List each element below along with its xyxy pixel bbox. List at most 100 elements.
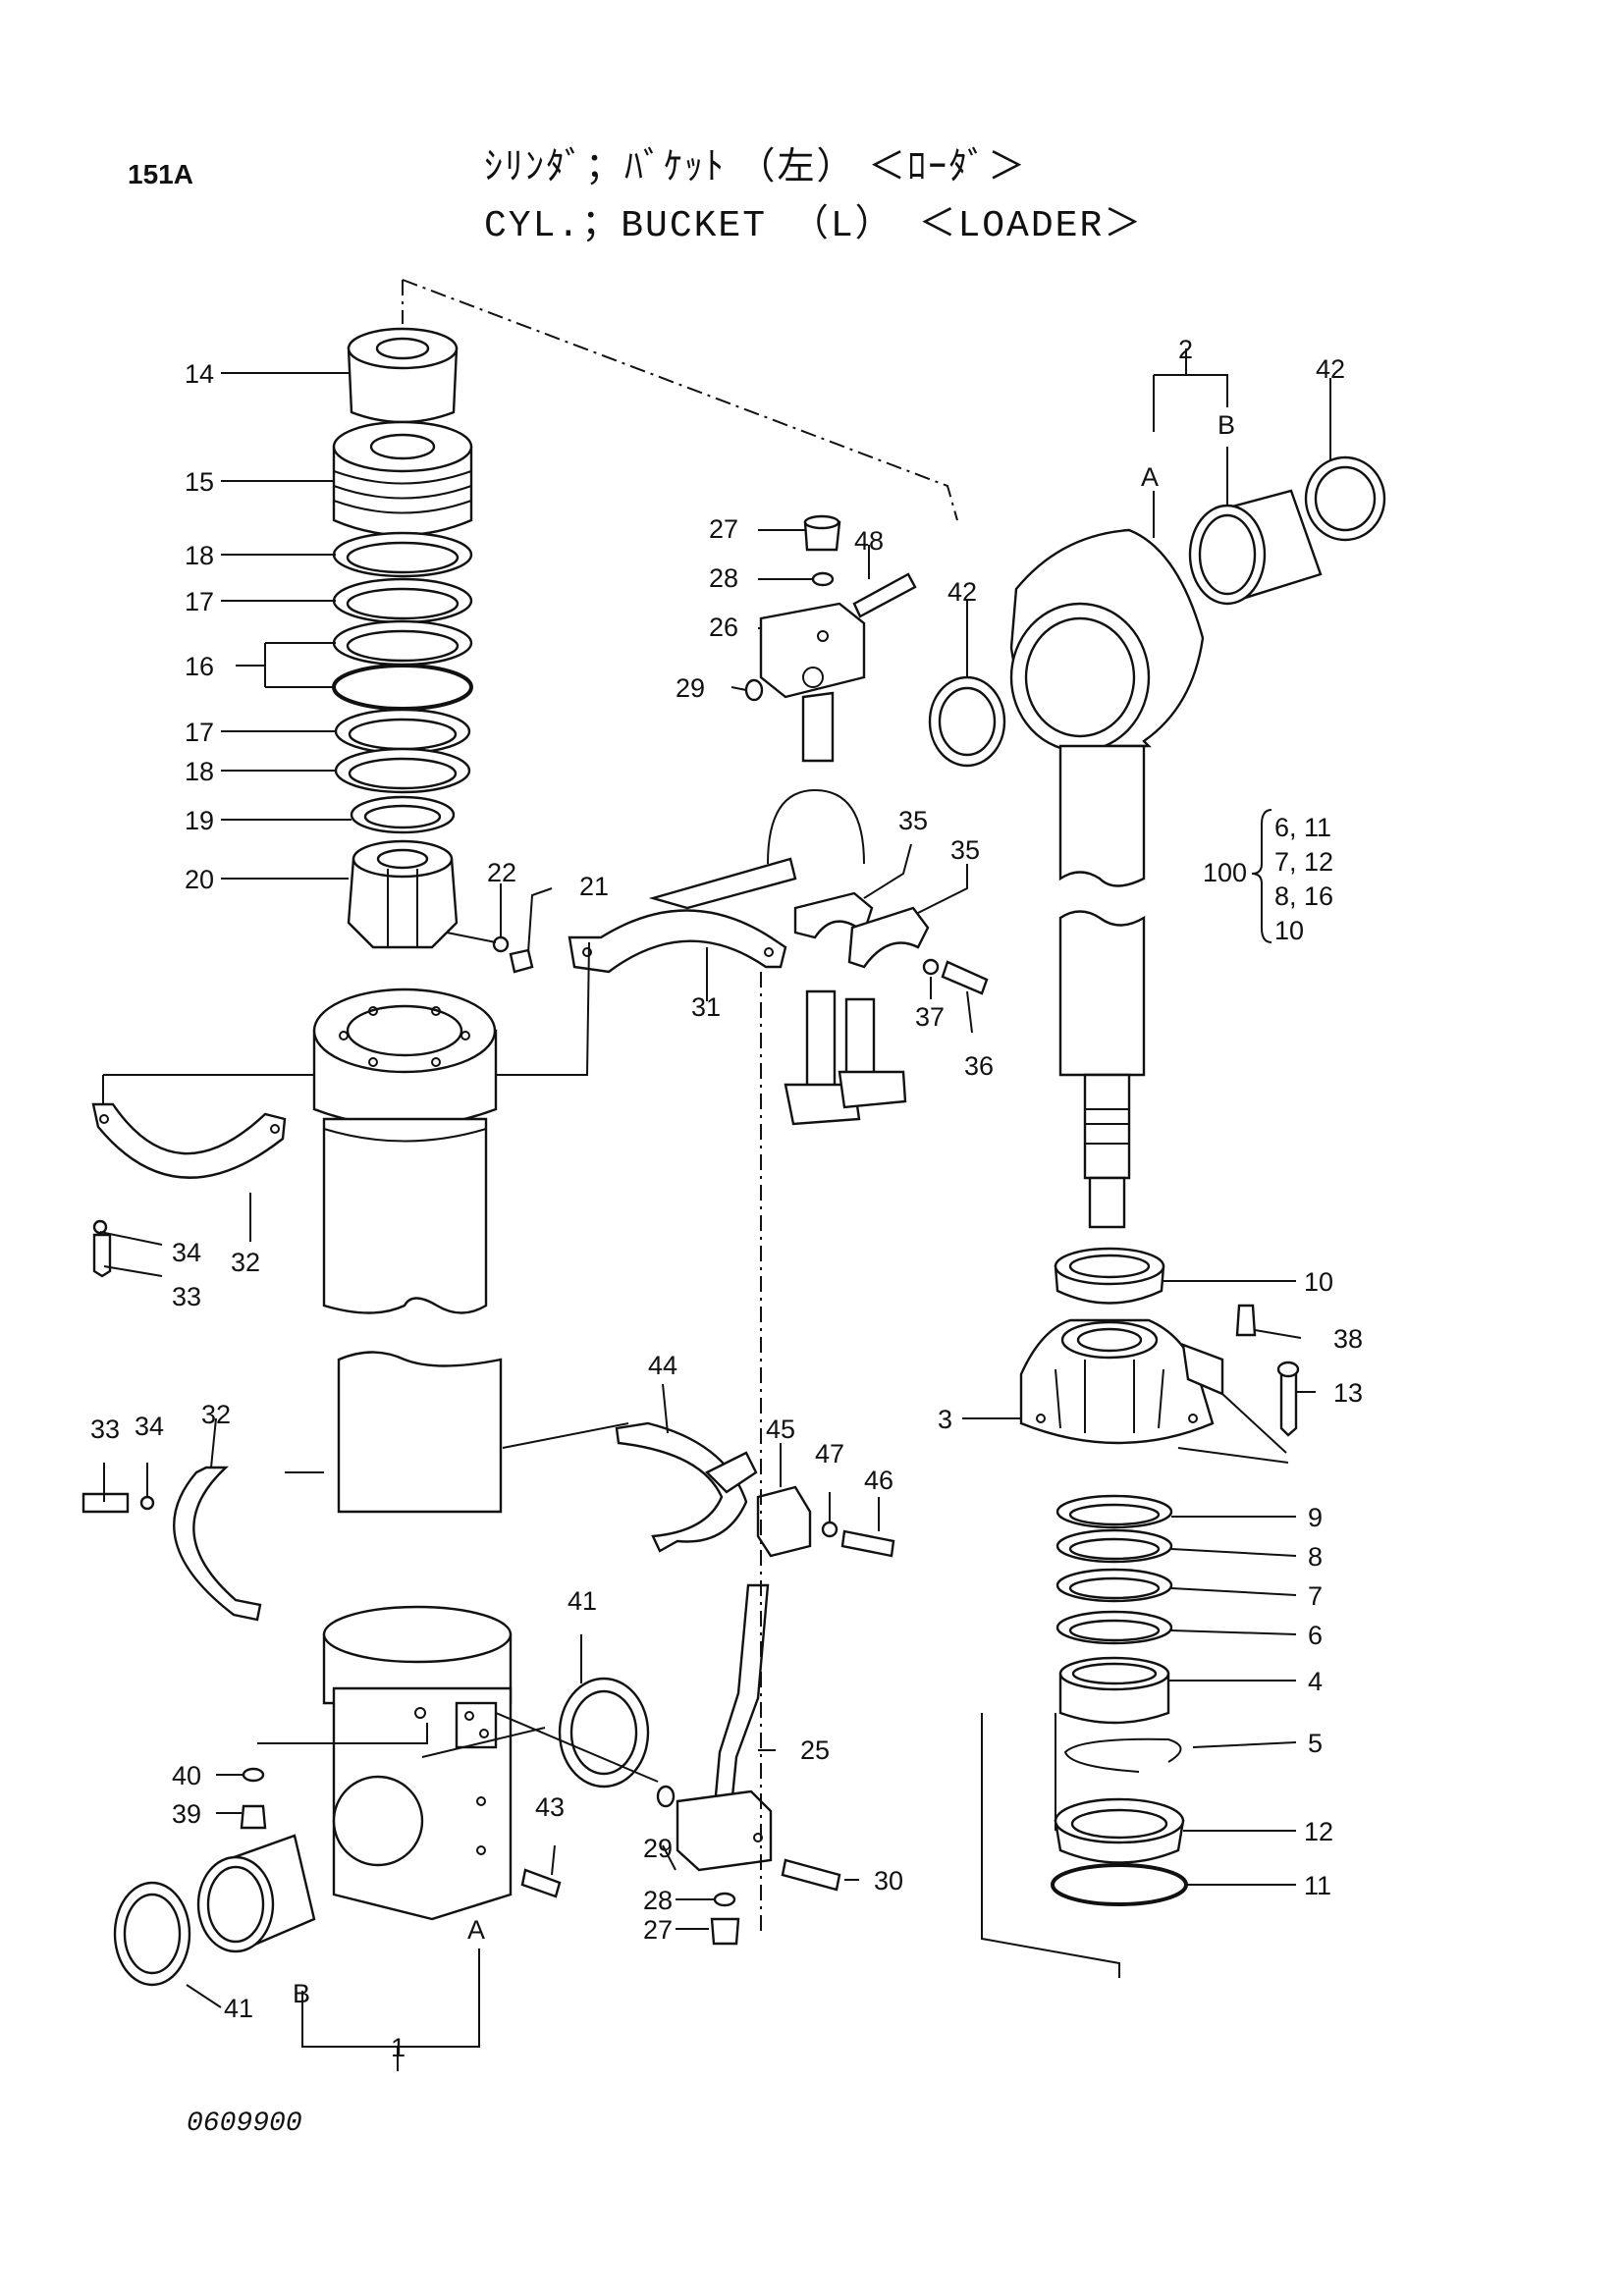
part-27-plug-top (803, 514, 841, 552)
page-number: 151A (128, 159, 193, 189)
callout-35-b: 35 (950, 835, 980, 865)
part-21-set-screw (509, 948, 534, 974)
part-2-bracket (1153, 348, 1228, 538)
cylinder-head-flange (312, 988, 498, 1128)
part-7-ring (1055, 1568, 1173, 1603)
part-1-cylinder-end-eye (332, 1686, 513, 1921)
part-41-seal-lower (113, 1881, 191, 1987)
part-3-cylinder-head (1019, 1318, 1224, 1445)
seal-ring-stack (332, 531, 473, 834)
cylinder-tube-lower (322, 1351, 513, 1705)
callout-16: 16 (185, 652, 214, 681)
part-40-o-ring (242, 1767, 265, 1783)
part-44-clamp (615, 1421, 758, 1553)
callout-35-a: 35 (898, 806, 928, 835)
callout-28-top: 28 (709, 563, 738, 593)
part-36-bolt (941, 960, 989, 995)
callout-29-top: 29 (676, 673, 705, 703)
callout-a-bottom: A (467, 1915, 485, 1945)
callout-100: 100 (1203, 858, 1247, 887)
title-japanese: ｼﾘﾝﾀﾞ；ﾊﾞｹｯﾄ （左） ＜ﾛｰﾀﾞ＞ (484, 146, 1028, 187)
part-37-washer (922, 958, 940, 976)
callout-36: 36 (964, 1051, 994, 1081)
part-43-grease-fitting (520, 1868, 562, 1898)
callout-33-upper: 33 (172, 1282, 201, 1311)
callout-10: 10 (1304, 1267, 1333, 1297)
kit-line-2: 7, 12 (1274, 847, 1333, 877)
callout-30: 30 (874, 1866, 903, 1896)
callout-18-upper: 18 (185, 541, 214, 570)
part-14-bushing (347, 327, 459, 424)
callout-12: 12 (1304, 1817, 1333, 1846)
callout-13: 13 (1333, 1378, 1363, 1408)
part-5-snap-ring (1063, 1737, 1182, 1773)
part-30-bolt (781, 1858, 841, 1892)
callout-40: 40 (172, 1761, 201, 1790)
drawing-code: 0609900 (187, 2109, 302, 2139)
callout-41-lower: 41 (224, 1994, 253, 2023)
part-bushing-right-b (1188, 489, 1323, 606)
part-25-pipe (713, 1583, 770, 1808)
kit-line-1: 6, 11 (1274, 813, 1331, 842)
callout-17-upper: 17 (185, 587, 214, 616)
callout-labels: 14 15 18 17 16 17 18 19 20 22 21 31 27 4… (90, 335, 1363, 2062)
part-27-plug-bottom (710, 1917, 740, 1946)
callout-5: 5 (1308, 1729, 1323, 1758)
part-28-o-ring-top (811, 571, 835, 587)
callout-18-lower: 18 (185, 757, 214, 786)
part-34-washer-lower (139, 1495, 155, 1511)
callout-38: 38 (1333, 1324, 1363, 1354)
part-12-ring (1054, 1797, 1185, 1864)
callout-28-bottom: 28 (643, 1886, 673, 1915)
callout-34-upper: 34 (172, 1238, 201, 1267)
callout-47: 47 (815, 1439, 844, 1468)
leader-lines (99, 372, 1331, 2008)
callout-33-lower: 33 (90, 1415, 120, 1444)
part-31-clamp (568, 857, 797, 974)
part-29-o-ring-top (744, 678, 764, 702)
callout-31: 31 (691, 992, 721, 1022)
callout-27-top: 27 (709, 514, 738, 544)
callout-45: 45 (766, 1415, 795, 1444)
part-20-nut (347, 839, 459, 949)
part-35-clamp-2 (847, 906, 930, 969)
part-22-ball (492, 935, 510, 953)
part-13-bolt (1276, 1361, 1300, 1437)
part-11-o-ring (1051, 1863, 1188, 1906)
callout-a-top: A (1141, 462, 1159, 492)
part-26-valve-block (759, 602, 866, 763)
callout-34-lower: 34 (135, 1412, 164, 1441)
part-41-seal-upper (558, 1677, 650, 1789)
part-34-washer-upper (92, 1219, 108, 1235)
callout-37: 37 (915, 1002, 945, 1032)
callout-11: 11 (1304, 1871, 1331, 1900)
callout-42-right: 42 (1316, 354, 1345, 384)
part-6-ring (1055, 1610, 1173, 1645)
callout-3: 3 (938, 1405, 952, 1434)
callout-2: 2 (1178, 335, 1193, 364)
part-46-bolt (840, 1529, 895, 1558)
part-32-clamp-lower (173, 1466, 262, 1622)
part-9-ring (1055, 1494, 1173, 1529)
callout-48: 48 (854, 526, 884, 556)
callout-20: 20 (185, 865, 214, 894)
callout-1: 1 (391, 2033, 406, 2062)
callout-39: 39 (172, 1799, 201, 1829)
callout-44: 44 (648, 1351, 677, 1380)
part-25-lower-block (676, 1789, 773, 1872)
part-45-block (756, 1485, 812, 1558)
callout-46: 46 (864, 1466, 893, 1495)
callout-b-bottom: B (293, 1979, 310, 2008)
callout-26: 26 (709, 613, 738, 642)
callout-27-bottom: 27 (643, 1915, 673, 1945)
part-33-bolt-upper (92, 1233, 112, 1278)
callout-21: 21 (579, 872, 609, 901)
pipe-loop (767, 788, 865, 865)
callout-29-bottom: 29 (643, 1834, 673, 1863)
part-15-rod-cover (332, 420, 473, 537)
callout-14: 14 (185, 359, 214, 389)
part-33-bolt-lower (81, 1492, 130, 1514)
part-1-bracket (301, 1949, 480, 2071)
callout-17-lower: 17 (185, 718, 214, 747)
